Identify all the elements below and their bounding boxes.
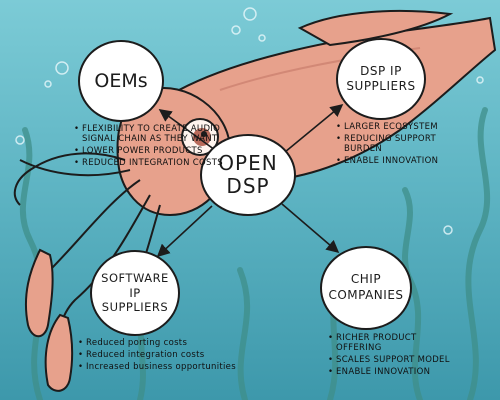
- dsp-ip-benefits-list: LARGER ECOSYSTEM REDUCING SUPPORT BURDEN…: [336, 122, 476, 168]
- list-item: SCALES SUPPORT MODEL: [328, 355, 458, 365]
- list-item: LARGER ECOSYSTEM: [336, 122, 476, 132]
- node-software-ip-suppliers-label: SOFTWARE IP SUPPLIERS: [101, 270, 169, 315]
- oems-benefits-list: FLEXIBILITY TO CREATE AUDIO SIGNAL CHAIN…: [74, 124, 224, 170]
- list-item: ENABLE INNOVATION: [336, 156, 476, 166]
- list-item: FLEXIBILITY TO CREATE AUDIO SIGNAL CHAIN…: [74, 124, 224, 144]
- node-dsp-ip-suppliers-label: DSP IP SUPPLIERS: [346, 64, 416, 93]
- list-item: Reduced integration costs: [78, 350, 248, 360]
- list-item: Increased business opportunities: [78, 362, 248, 372]
- list-item: LOWER POWER PRODUCTS: [74, 146, 224, 156]
- node-chip-companies-label: CHIP COMPANIES: [328, 272, 404, 302]
- node-oems: OEMs: [78, 40, 164, 122]
- list-item: RICHER PRODUCT OFFERING: [328, 333, 458, 353]
- software-ip-benefits-list: Reduced porting costs Reduced integratio…: [78, 338, 248, 374]
- node-chip-companies: CHIP COMPANIES: [320, 246, 412, 330]
- node-oems-label: OEMs: [94, 70, 148, 92]
- node-dsp-ip-suppliers: DSP IP SUPPLIERS: [336, 38, 426, 120]
- list-item: ENABLE INNOVATION: [328, 367, 458, 377]
- list-item: REDUCED INTEGRATION COSTS: [74, 158, 224, 168]
- node-open-dsp-label: OPEN DSP: [218, 151, 278, 198]
- node-software-ip-suppliers: SOFTWARE IP SUPPLIERS: [90, 250, 180, 336]
- list-item: REDUCING SUPPORT BURDEN: [336, 134, 476, 154]
- chip-companies-benefits-list: RICHER PRODUCT OFFERING SCALES SUPPORT M…: [328, 333, 458, 379]
- list-item: Reduced porting costs: [78, 338, 248, 348]
